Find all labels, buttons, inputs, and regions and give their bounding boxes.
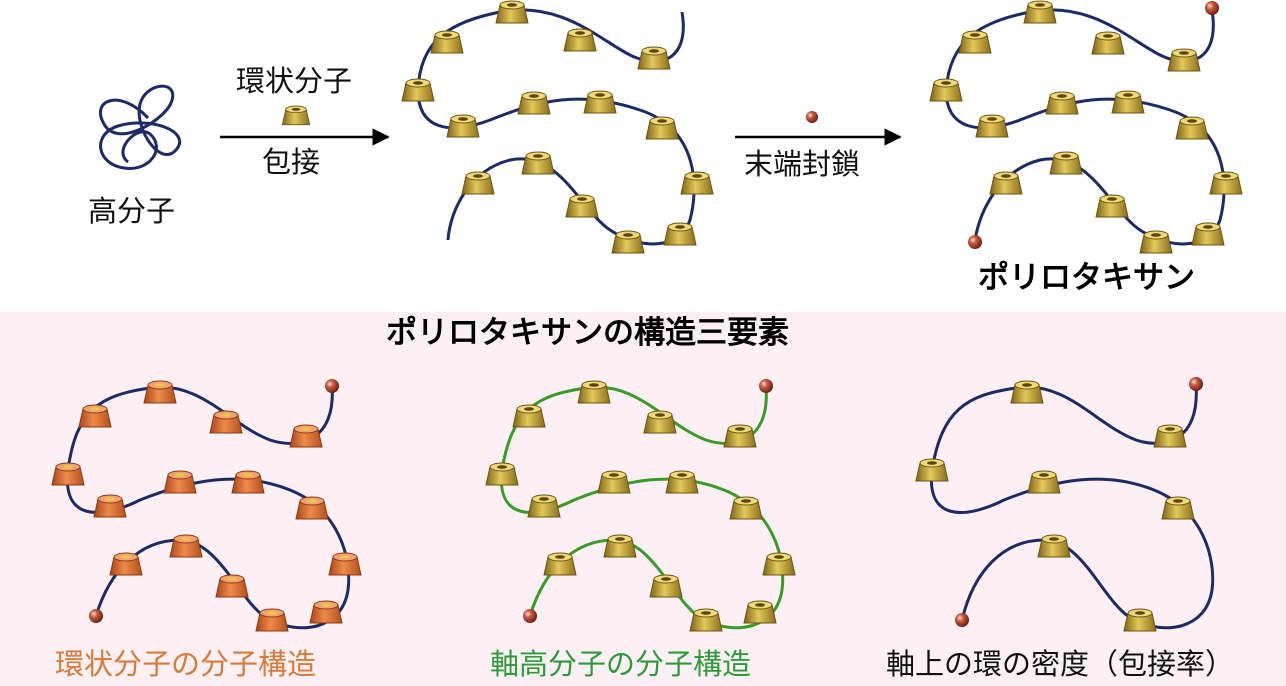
cyclic-molecule-label: 環状分子: [236, 64, 353, 98]
stopper-icon: [523, 609, 537, 623]
inclusion-label: 包接: [262, 145, 321, 179]
polyrotaxane-label: ポリロタキサン: [978, 260, 1195, 296]
stopper-icon: [1189, 377, 1203, 391]
stopper-icon: [968, 235, 982, 249]
stopper-icon: [89, 609, 103, 623]
stopper-icon: [806, 111, 818, 123]
polymer-label: 高分子: [88, 194, 176, 228]
panel-title: ポリロタキサンの構造三要素: [386, 315, 789, 351]
endcap-label: 末端封鎖: [744, 147, 861, 181]
stopper-icon: [955, 613, 969, 627]
stopper-icon: [1205, 1, 1219, 15]
cyclic-molecule-icon: [281, 105, 311, 126]
element-cyclic-structure-label: 環状分子の分子構造: [55, 647, 317, 681]
structure-elements-panel: [0, 312, 1286, 686]
element-axis-structure-label: 軸高分子の分子構造: [490, 647, 752, 681]
tangled-polymer-icon: [98, 84, 182, 170]
axis-polymer-structure-diagram: [485, 379, 796, 632]
element-ring-density-label: 軸上の環の密度（包接率）: [886, 647, 1235, 681]
polyrotaxane-diagram: [929, 0, 1243, 254]
pseudopolyrotaxane-diagram: [401, 0, 714, 254]
stopper-icon: [325, 379, 339, 393]
stopper-icon: [759, 379, 773, 393]
ring-density-diagram: [915, 377, 1215, 632]
cyclic-structure-diagram: [51, 379, 362, 632]
